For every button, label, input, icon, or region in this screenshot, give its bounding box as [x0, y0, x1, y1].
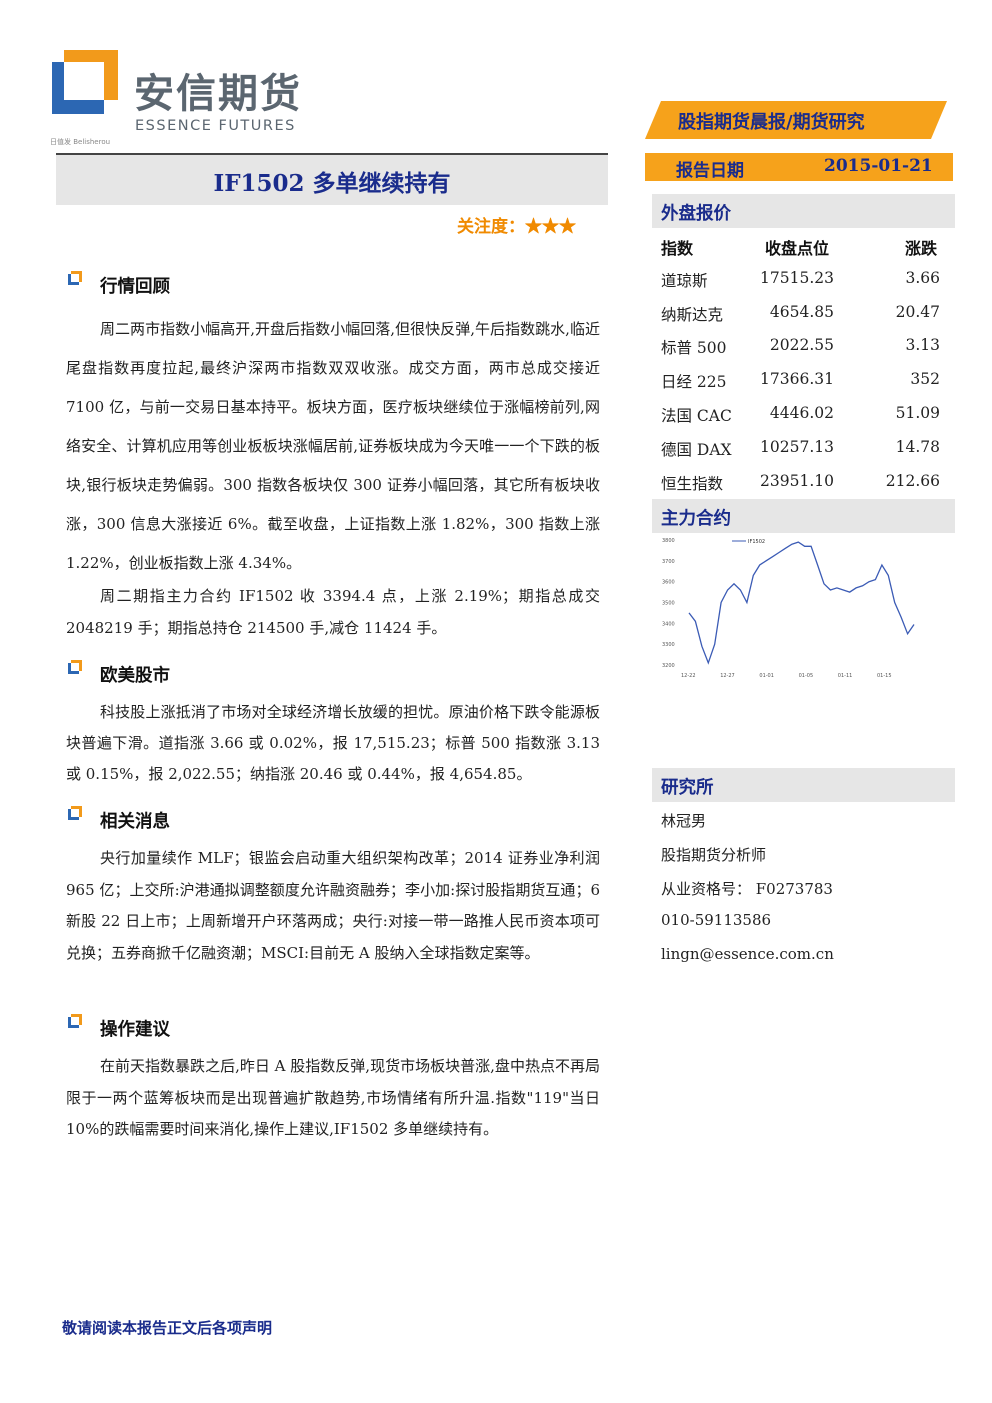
main-contract-header: [652, 499, 955, 533]
date-label: 报告日期: [676, 161, 744, 181]
row-close: 17515.23: [760, 269, 834, 287]
row-close: 17366.31: [760, 370, 834, 388]
date-bar: [645, 153, 953, 181]
research-header: [652, 768, 955, 802]
chart-x-tick-label: 01-11: [838, 673, 853, 679]
row-close: 2022.55: [769, 336, 834, 354]
paragraph-strategy: 在前天指数暴跌之后,昨日 A 股指数反弹,现货市场板块普涨,盘中热点不再局限于一…: [66, 1057, 600, 1138]
main-contract-title: 主力合约: [661, 509, 731, 529]
row-close: 4654.85: [769, 303, 834, 321]
row-name: 德国 DAX: [661, 441, 732, 459]
report-category: 股指期货晨报/期货研究: [678, 112, 865, 133]
col-header-change: 涨跌: [905, 239, 938, 258]
chart-y-tick-label: 3700: [662, 559, 675, 565]
section-title-strategy: 操作建议: [100, 1020, 170, 1040]
chart-x-tick-label: 01-01: [759, 673, 774, 679]
footer-disclaimer: 敬请阅读本报告正文后各项声明: [62, 1319, 273, 1337]
section-bullet-icon: [68, 660, 82, 674]
section-bullet-icon: [68, 806, 82, 820]
section-bullet-icon: [68, 271, 82, 285]
row-change: 352: [910, 370, 940, 388]
chart-x-tick-label: 01-15: [877, 673, 892, 679]
row-close: 4446.02: [769, 404, 834, 422]
report-date: 2015-01-21: [824, 156, 933, 176]
paragraph-us-europe: 科技股上涨抵消了市场对全球经济增长放缓的担忧。原油价格下跌令能源板块普遍下滑。道…: [66, 703, 600, 783]
row-name: 法国 CAC: [661, 407, 732, 425]
section-title-news: 相关消息: [100, 812, 170, 832]
chart-legend-label: IF1502: [748, 539, 765, 545]
row-name: 标普 500: [661, 339, 727, 357]
chart-y-tick-label: 3600: [662, 580, 675, 586]
chart-series-line: [688, 541, 915, 665]
col-header-index: 指数: [661, 239, 694, 258]
col-header-close: 收盘点位: [765, 239, 830, 258]
paragraph-market-review: 周二两市指数小幅高开,开盘后指数小幅回落,但很快反弹,午后指数跳水,临近尾盘指数…: [66, 320, 600, 572]
title-divider: [56, 153, 608, 155]
analyst-email[interactable]: lingn@essence.com.cn: [661, 945, 834, 963]
essence-logo-icon: [52, 50, 118, 114]
chart-y-tick-label: 3200: [662, 663, 675, 669]
chart-y-tick-label: 3400: [662, 621, 675, 627]
row-name: 纳斯达克: [661, 306, 724, 324]
row-change: 14.78: [895, 438, 940, 456]
chart-y-tick-label: 3500: [662, 601, 675, 607]
row-change: 20.47: [895, 303, 940, 321]
row-name: 道琼斯: [661, 272, 708, 290]
chart-x-tick-label: 12-27: [720, 673, 735, 679]
brand-name-en: ESSENCE FUTURES: [135, 118, 296, 134]
section-title-market-review: 行情回顾: [100, 277, 170, 297]
row-change: 3.66: [905, 269, 940, 287]
row-change: 212.66: [885, 472, 940, 490]
main-contract-line-chart: 3200 3300 3400 3500 3600 3700 3800 12-22 12-27 0…: [662, 538, 915, 679]
title-box: [56, 155, 608, 205]
row-close: 23951.10: [760, 472, 834, 490]
chart-x-tick-label: 12-22: [681, 673, 696, 679]
row-name: 恒生指数: [661, 475, 724, 493]
chart-y-tick-label: 3800: [662, 538, 675, 544]
row-name: 日经 225: [661, 373, 727, 391]
chart-x-tick-label: 01-05: [799, 673, 814, 679]
category-banner: [645, 101, 947, 139]
section-title-us-europe: 欧美股市: [100, 666, 170, 686]
row-close: 10257.13: [760, 438, 834, 456]
row-change: 3.13: [905, 336, 940, 354]
section-bullet-icon: [68, 1014, 82, 1028]
brand-name-cn: 安信期货: [134, 71, 302, 117]
analyst-phone: 010-59113586: [661, 911, 772, 929]
analyst-role: 股指期货分析师: [661, 846, 767, 864]
paragraph-news: 央行加量续作 MLF；银监会启动重大组织架构改革；2014 证券业净利润 965…: [66, 849, 600, 962]
overseas-header: [652, 194, 955, 228]
chart-y-tick-label: 3300: [662, 642, 675, 648]
analyst-license: 从业资格号： F0273783: [661, 880, 833, 898]
tiny-watermark: 日值发 Belisherou: [50, 138, 111, 146]
analyst-name: 林冠男: [661, 812, 707, 830]
overseas-title: 外盘报价: [661, 204, 731, 224]
research-title: 研究所: [661, 778, 714, 798]
report-title: IF1502 多单继续持有: [213, 170, 451, 197]
row-change: 51.09: [895, 404, 940, 422]
attention-rating: 关注度：★★★: [457, 217, 576, 237]
paragraph-futures-summary: 周二期指主力合约 IF1502 收 3394.4 点，上涨 2.19%；期指总成…: [66, 587, 600, 637]
